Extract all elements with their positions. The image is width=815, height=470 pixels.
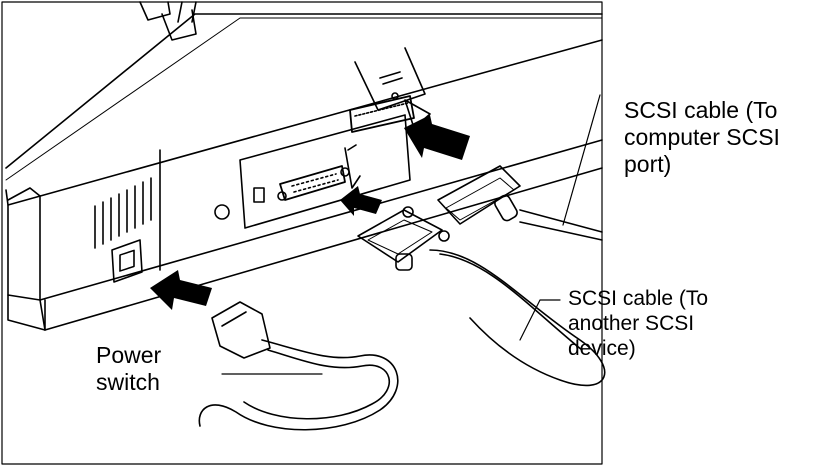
label-line: another SCSI	[568, 312, 695, 335]
insertion-arrows	[150, 115, 470, 310]
arrow-power	[150, 270, 212, 310]
rear-panel	[214, 95, 431, 229]
power-socket	[111, 239, 143, 283]
label-line: SCSI cable (To	[624, 97, 778, 123]
scsi-cable-computer	[437, 94, 603, 241]
label-line: Power	[96, 342, 162, 368]
arrow-scsi-computer	[404, 115, 470, 160]
label-line: port)	[624, 151, 672, 177]
label-line: device)	[568, 337, 636, 360]
label-scsi-cable-device: SCSI cable (To another SCSI device)	[568, 286, 708, 361]
scsi-cable-device	[357, 206, 606, 387]
vent-grille	[94, 177, 152, 249]
power-cord	[198, 301, 399, 431]
figure-frame	[1, 1, 603, 465]
label-line: computer SCSI	[624, 124, 780, 150]
scanner-body	[5, 13, 603, 331]
label-power-switch: Power switch	[96, 342, 161, 396]
label-line: SCSI cable (To	[568, 287, 709, 310]
label-line: switch	[96, 369, 160, 395]
label-scsi-cable-computer: SCSI cable (To computer SCSI port)	[624, 97, 780, 178]
lid-hinge	[139, 1, 426, 111]
arrow-scsi-device	[340, 186, 382, 216]
